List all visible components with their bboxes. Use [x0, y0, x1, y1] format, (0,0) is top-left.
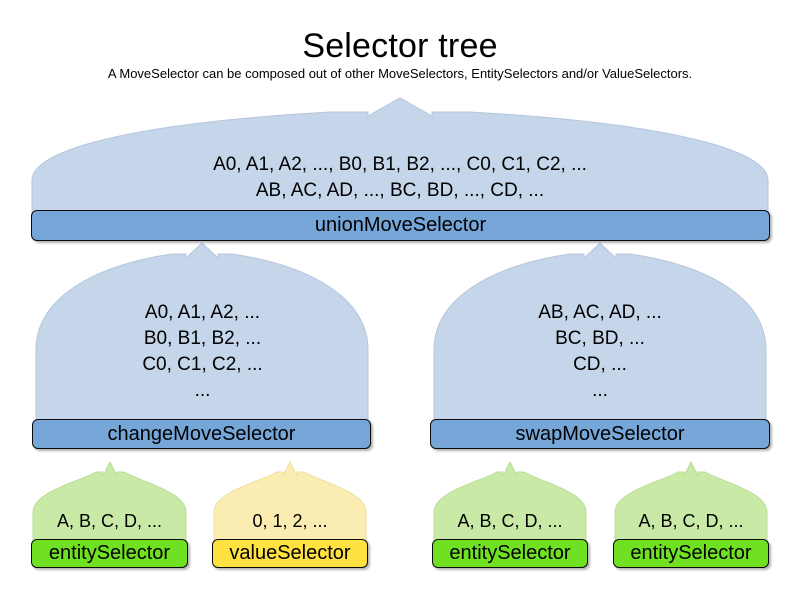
page-title: Selector tree — [302, 27, 498, 65]
union-fan-shape — [31, 97, 769, 213]
change-output-text: A0, A1, A2, ... B0, B1, B2, ... C0, C1, … — [60, 300, 345, 404]
page-subtitle: A MoveSelector can be composed out of ot… — [107, 66, 693, 81]
leaf-output-text-0: A, B, C, D, ... — [31, 509, 188, 534]
change-output-line-1: B0, B1, B2, ... — [143, 328, 262, 349]
change-output-line-0: A0, A1, A2, ... — [144, 302, 261, 323]
leaf-output-line-1-0: 0, 1, 2, ... — [252, 511, 328, 531]
swap-move-selector-node[interactable]: swapMoveSelector — [430, 419, 770, 449]
swap-output-line-0: AB, AC, AD, ... — [538, 302, 662, 323]
leaf-fan-shape-2 — [433, 460, 587, 542]
change-output-line-2: C0, C1, C2, ... — [142, 354, 263, 375]
union-output-text: A0, A1, A2, ..., B0, B1, B2, ..., C0, C1… — [100, 152, 700, 204]
union-output-line-1: AB, AC, AD, ..., BC, BD, ..., CD, ... — [255, 180, 545, 201]
leaf-output-line-0-0: A, B, C, D, ... — [56, 511, 163, 531]
leaf-output-text-2: A, B, C, D, ... — [432, 509, 588, 534]
entity-selector-node-2[interactable]: entitySelector — [432, 539, 588, 568]
union-output-line-0: A0, A1, A2, ..., B0, B1, B2, ..., C0, C1… — [213, 154, 587, 175]
leaf-output-line-3-0: A, B, C, D, ... — [638, 511, 744, 531]
value-selector-node-1[interactable]: valueSelector — [212, 539, 368, 568]
change-move-selector-node[interactable]: changeMoveSelector — [32, 419, 371, 449]
union-move-selector-node[interactable]: unionMoveSelector — [31, 210, 770, 241]
leaf-output-text-1: 0, 1, 2, ... — [212, 509, 368, 534]
swap-output-line-3: ... — [592, 380, 608, 401]
entity-selector-node-3[interactable]: entitySelector — [613, 539, 769, 568]
leaf-fan-shape-0 — [32, 460, 187, 542]
swap-output-line-2: CD, ... — [573, 354, 627, 375]
leaf-output-line-2-0: A, B, C, D, ... — [457, 511, 563, 531]
change-fan-shape — [35, 242, 369, 422]
leaf-fan-shape-1 — [213, 460, 367, 542]
change-output-line-3: ... — [194, 380, 211, 401]
leaf-fan-shape-3 — [614, 460, 768, 542]
entity-selector-node-0[interactable]: entitySelector — [31, 539, 188, 568]
leaf-output-text-3: A, B, C, D, ... — [613, 509, 769, 534]
swap-output-text: AB, AC, AD, ... BC, BD, ... CD, ... ... — [455, 300, 745, 404]
swap-output-line-1: BC, BD, ... — [555, 328, 645, 349]
swap-fan-shape — [433, 242, 767, 422]
